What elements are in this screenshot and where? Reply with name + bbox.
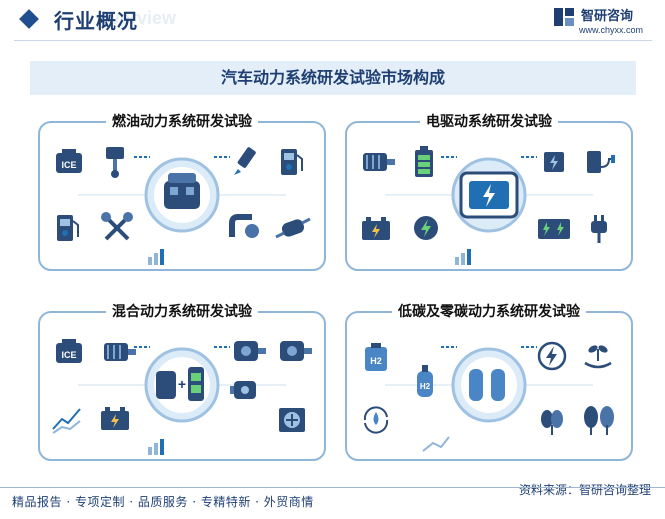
panel-title: 低碳及零碳动力系统研发试验 (345, 301, 633, 321)
battery-icon (415, 146, 433, 177)
header-title: 行业概况 (54, 9, 138, 33)
panel-fuel: 燃油动力系统研发试验 ICE (38, 114, 326, 271)
header: Overview 行业概况 智研咨询 www.chyxx.com (0, 0, 665, 44)
panel-frame: + (38, 311, 326, 461)
svg-text:H2: H2 (420, 382, 431, 391)
header-divider (14, 40, 652, 41)
gear-motor-icon (230, 381, 256, 399)
brand-logo-icon (554, 8, 574, 26)
recycle-water-icon (363, 406, 389, 434)
panel-electric: 电驱动系统研发试验 (345, 114, 633, 271)
brand-name: 智研咨询 (581, 9, 634, 24)
car-battery-icon (101, 407, 129, 430)
panel-frame (38, 121, 326, 271)
footer: 资料来源：智研咨询整理 精品报告 · 专项定制 · 品质服务 · 专精特新 · … (0, 480, 665, 519)
tree-icon (541, 410, 563, 435)
plug-icon (591, 215, 607, 243)
inverter-chip-icon (544, 152, 564, 172)
charger-plug-icon (587, 151, 615, 173)
exhaust-muffler-icon (275, 217, 311, 239)
sprout-hand-icon (584, 345, 612, 369)
panel-low-carbon: 低碳及零碳动力系统研发试验 H2 H2 (345, 304, 633, 461)
chart-title-banner: 汽车动力系统研发试验市场构成 (30, 61, 636, 95)
hydrogen-tank-icon: H2 (365, 343, 387, 371)
ice-engine-icon: ICE (56, 339, 82, 363)
energy-lightning-icon (537, 341, 567, 371)
brand-url: www.chyxx.com (579, 25, 644, 35)
motor-icon (280, 341, 312, 361)
ice-engine-icon: ICE (56, 149, 82, 173)
forest-icon (584, 406, 614, 435)
footer-tagline: 精品报告 · 专项定制 · 品质服务 · 专精特新 · 外贸商情 (12, 495, 314, 509)
footer-divider (0, 487, 665, 488)
fuel-injector-icon (234, 147, 256, 175)
svg-text:ICE: ICE (61, 350, 76, 360)
car-battery-icon (362, 217, 390, 240)
panel-title: 燃油动力系统研发试验 (38, 111, 326, 131)
header-diamond-icon (19, 9, 39, 29)
electric-motor-icon (104, 343, 136, 361)
hydrogen-cylinder-icon: H2 (417, 365, 433, 397)
growth-chart-icon (52, 408, 81, 434)
panel-frame (345, 121, 633, 271)
turbo-pipe-icon (229, 214, 259, 238)
radiator-fan-icon (279, 408, 305, 432)
source-note: 资料来源：智研咨询整理 (518, 483, 651, 497)
svg-text:H2: H2 (370, 356, 382, 366)
battery-pack-icon (538, 219, 570, 239)
header-watermark: Overview (96, 8, 177, 28)
fuel-pump-icon (57, 215, 79, 241)
panel-title: 混合动力系统研发试验 (38, 301, 326, 321)
piston-icon (106, 147, 124, 178)
panel-hybrid: + 混合动力系统研发试验 ICE (38, 304, 326, 461)
panel-title: 电驱动系统研发试验 (345, 111, 633, 131)
svg-text:ICE: ICE (61, 160, 76, 170)
electric-motor-icon (363, 153, 395, 171)
fuel-pump-icon (281, 149, 303, 175)
panel-frame (345, 311, 633, 461)
lightning-coin-icon (414, 216, 438, 240)
crossed-pistons-icon (101, 212, 133, 241)
hub-plus-label: + (178, 376, 186, 392)
motor-icon (234, 341, 266, 361)
